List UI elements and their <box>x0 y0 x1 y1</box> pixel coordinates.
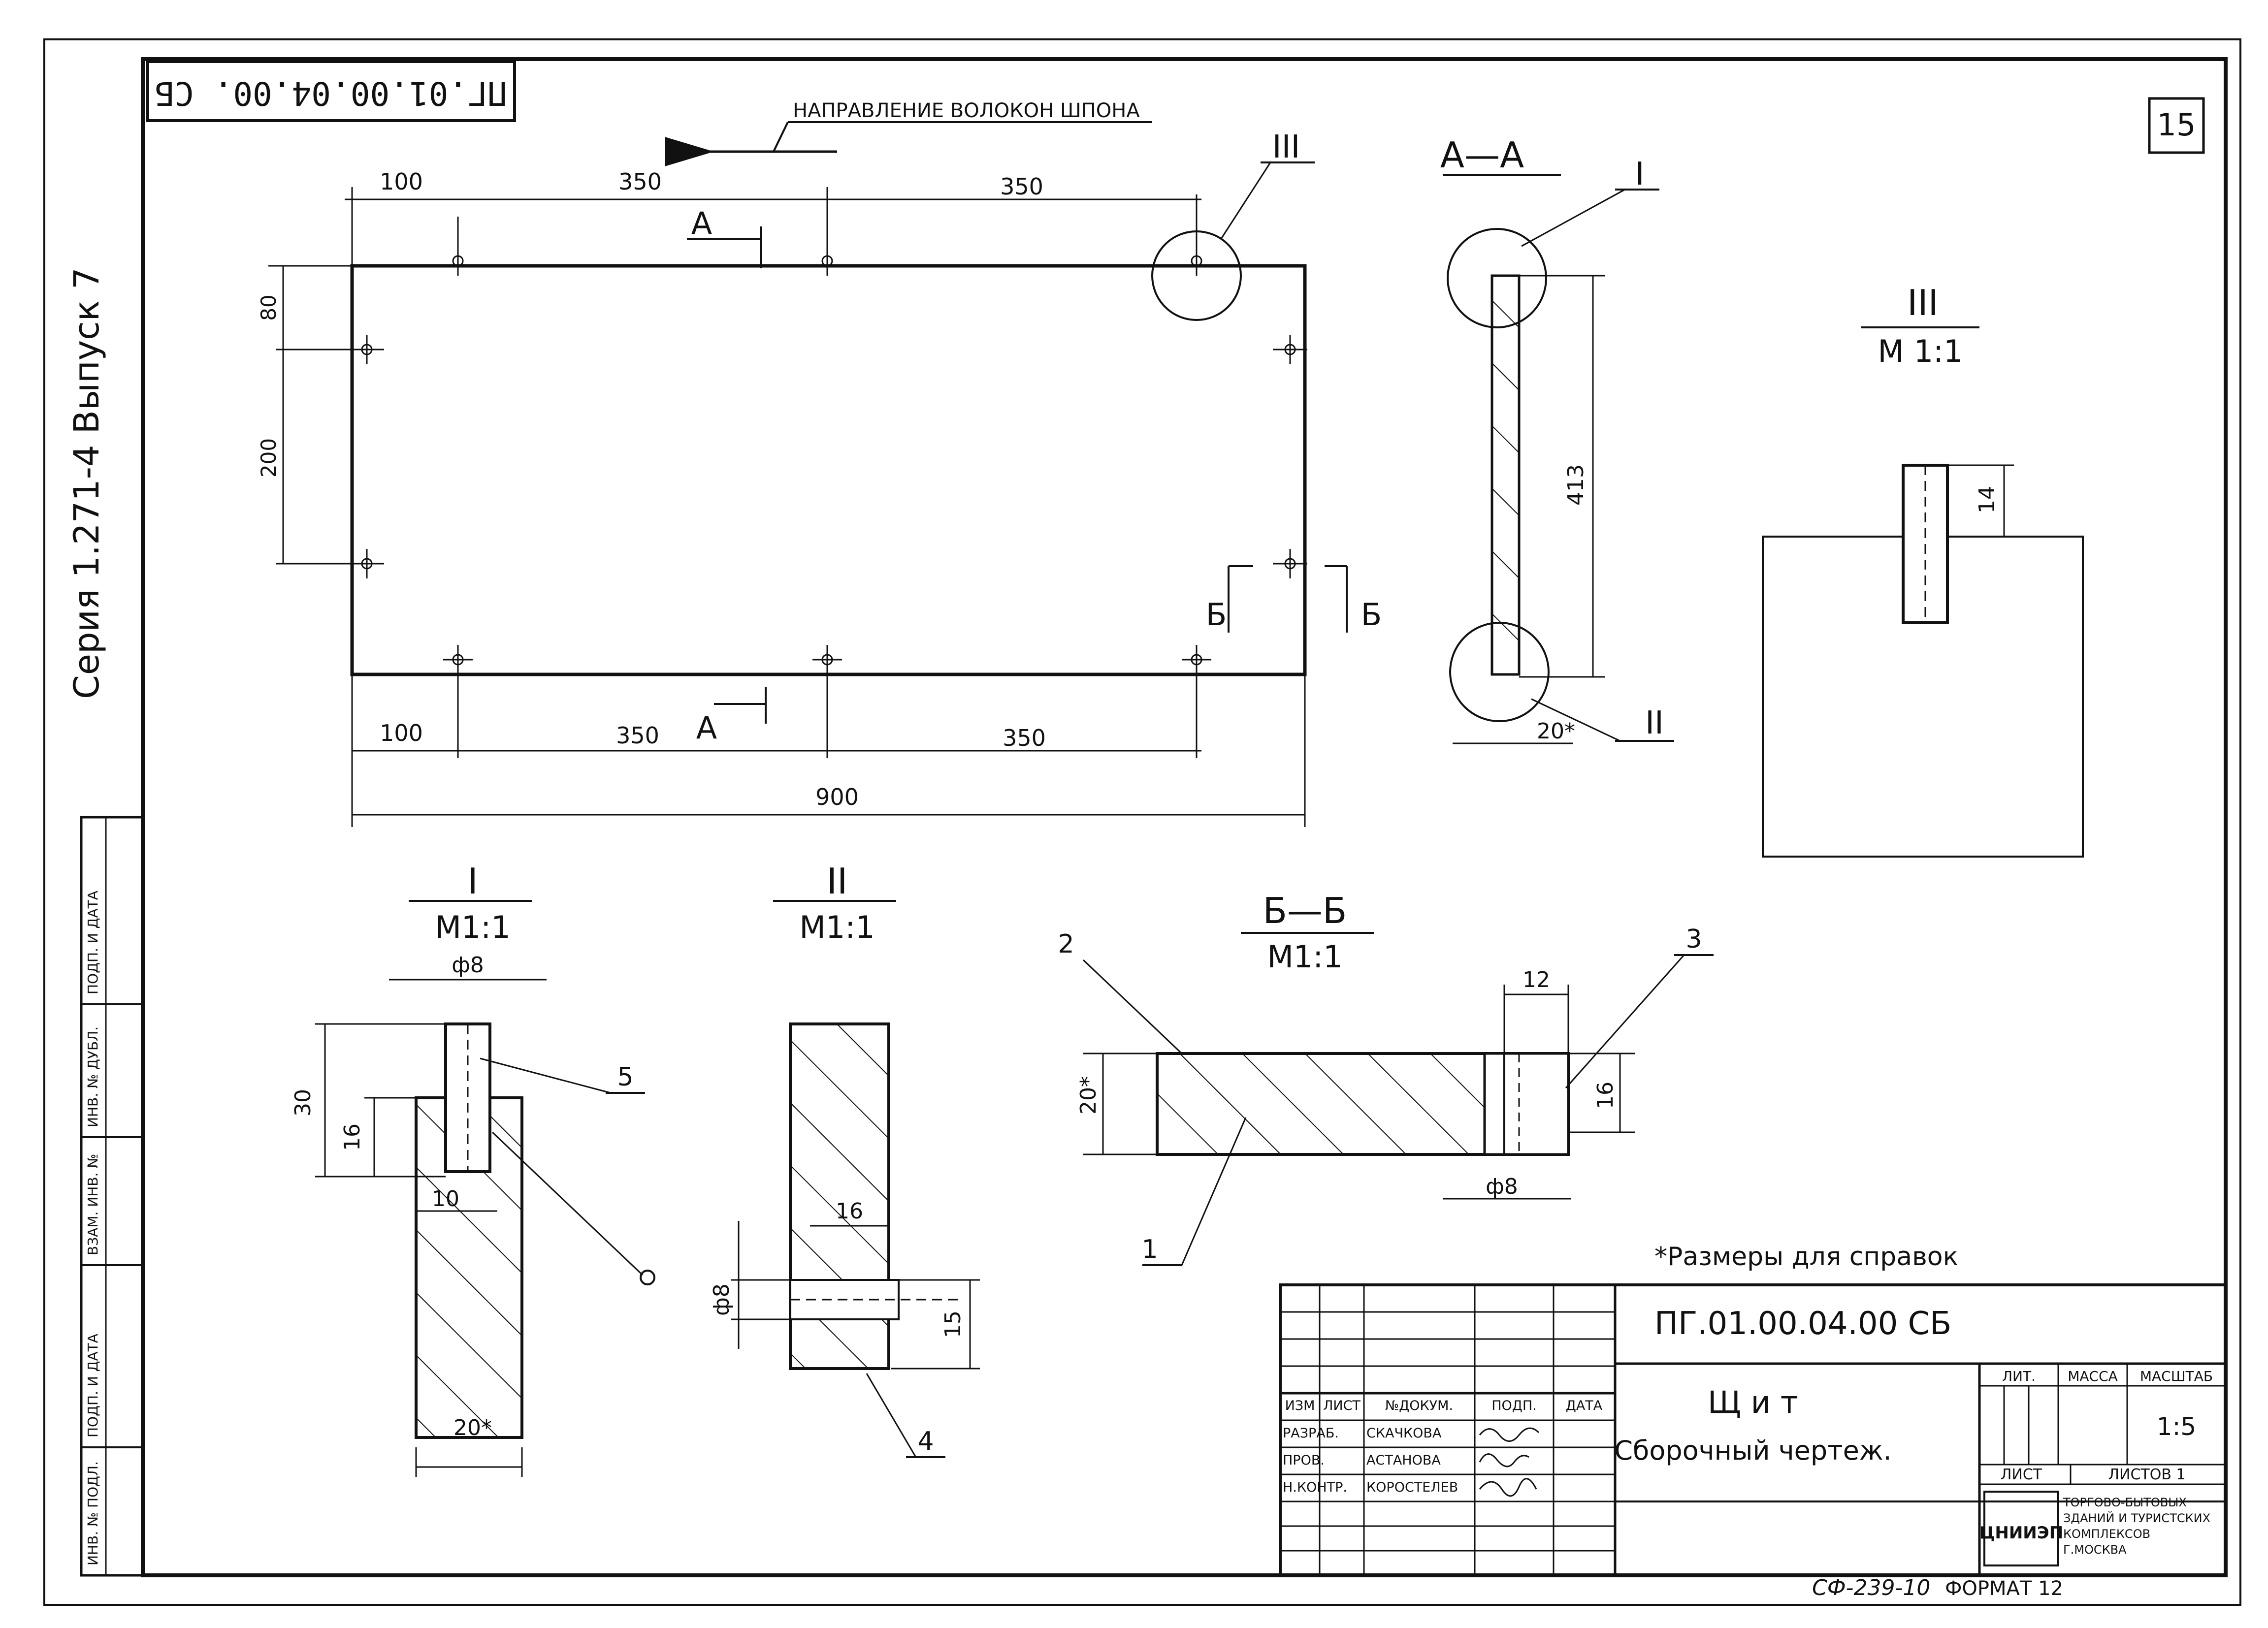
tb-person-1: АСТАНОВА <box>1366 1453 1441 1468</box>
tb-col-doc: №ДОКУМ. <box>1385 1398 1453 1413</box>
dowel-marks <box>350 187 1307 758</box>
detail-iii-scale: М 1:1 <box>1878 333 1963 369</box>
section-bb-leader-1: 1 <box>1141 1235 1158 1264</box>
detail-ii: II М1:1 16 ф8 15 4 <box>709 861 980 1458</box>
section-a-bottom: А <box>696 710 717 746</box>
tb-col-list: ЛИСТ <box>1323 1398 1361 1413</box>
title-block: ИЗМ ЛИСТ №ДОКУМ. ПОДП. ДАТА РАЗРАБ. СКАЧ… <box>1279 1283 2227 1577</box>
detail-ii-dim-1: ф8 <box>709 1283 734 1316</box>
tb-person-2: КОРОСТЕЛЕВ <box>1366 1480 1458 1495</box>
footnote: *Размеры для справок <box>1654 1242 1958 1272</box>
grain-direction: НАПРАВЛЕНИЕ ВОЛОКОН ШПОНА <box>665 99 1152 166</box>
callout-ii: II <box>1645 705 1664 741</box>
section-b-right: Б <box>1361 597 1382 633</box>
detail-i-dim-3: 10 <box>432 1186 459 1212</box>
dim-top-2: 350 <box>1000 173 1043 200</box>
section-bb-leader-3: 3 <box>1685 925 1702 954</box>
section-bb-dim-1: 20* <box>1076 1076 1101 1115</box>
section-aa-thickness: 20* <box>1537 719 1575 744</box>
tb-lit-label: ЛИТ. <box>2002 1368 2036 1384</box>
panel-outline <box>350 264 1307 676</box>
dim-bottom-1: 350 <box>616 722 659 749</box>
section-aa-height: 413 <box>1563 464 1588 506</box>
bottom-code: СФ-239-10 <box>1812 1575 1930 1600</box>
tb-sheet-label: ЛИСТ <box>2001 1466 2042 1483</box>
detail-ii-leader: 4 <box>917 1427 934 1456</box>
detail-i-dim-4: 20* <box>454 1415 492 1440</box>
dim-top-1: 350 <box>618 168 662 195</box>
tb-org-line-0: ТОРГОВО-БЫТОВЫХ <box>2063 1496 2187 1509</box>
side-stamp-label-2: ВЗАМ. ИНВ. № <box>85 1154 101 1255</box>
tb-org-line-1: ЗДАНИЙ И ТУРИСТСКИХ <box>2063 1511 2210 1525</box>
detail-ii-dim-2: 15 <box>940 1310 966 1338</box>
sheet-number: 15 <box>2157 107 2196 143</box>
dim-bottom-2: 350 <box>1003 725 1046 751</box>
outer-border <box>43 38 2241 1606</box>
detail-ii-title: II <box>827 861 847 902</box>
main-view: 100 350 350 100 350 350 900 80 200 <box>257 129 1382 827</box>
tb-mass-label: МАССА <box>2068 1368 2118 1384</box>
section-bb-dim-0: 12 <box>1523 967 1550 992</box>
detail-iii: III М 1:1 14 <box>1762 282 2084 858</box>
section-aa-title: А—А <box>1440 134 1524 176</box>
detail-i: I М1:1 ф8 30 16 10 20* 5 <box>291 861 655 1477</box>
tb-name: Щ и т <box>1708 1384 1798 1420</box>
tb-designation: ПГ.01.00.04.00 СБ <box>1654 1306 1951 1342</box>
detail-ii-scale: М1:1 <box>799 909 875 945</box>
tb-col-sign: ПОДП. <box>1491 1398 1537 1413</box>
detail-i-dim-1: 30 <box>291 1089 316 1117</box>
tb-person-0: СКАЧКОВА <box>1366 1426 1442 1441</box>
grain-direction-text: НАПРАВЛЕНИЕ ВОЛОКОН ШПОНА <box>793 99 1140 122</box>
section-b-left: Б <box>1206 597 1227 633</box>
tb-scale-value: 1:5 <box>2157 1412 2196 1441</box>
section-bb: Б—Б М1:1 12 20* 16 ф8 2 3 1 <box>1058 890 1714 1266</box>
section-bb-leader-2: 2 <box>1058 929 1074 959</box>
dim-top-0: 100 <box>380 168 423 195</box>
detail-ii-dim-0: 16 <box>836 1199 863 1224</box>
sheet-number-box: 15 <box>2148 97 2205 154</box>
side-series: Серия 1.271-4 Выпуск 7 <box>66 267 107 699</box>
tb-org-logo: ЦНИИЭП <box>1979 1523 2063 1543</box>
tb-doc-type: Сборочный чертеж. <box>1614 1435 1891 1466</box>
side-stamp-label-0: ИНВ. № ПОДЛ. <box>85 1461 101 1565</box>
tb-org-line-3: Г.МОСКВА <box>2063 1543 2127 1557</box>
section-aa: А—А I II 413 20* <box>1440 134 1674 744</box>
dim-bottom-0: 100 <box>380 720 423 746</box>
detail-i-scale: М1:1 <box>435 909 510 945</box>
section-bb-dim-2: 16 <box>1593 1082 1618 1109</box>
section-a-top: А <box>691 205 712 241</box>
section-bb-dim-3: ф8 <box>1486 1174 1518 1199</box>
dim-left-1: 200 <box>257 438 281 478</box>
tb-scale-label: МАСШТАБ <box>2140 1368 2213 1384</box>
section-bb-title: Б—Б <box>1263 890 1347 931</box>
side-stamp-label-3: ИНВ. № ДУБЛ. <box>85 1026 101 1127</box>
top-stamp: ПГ.01.00.04.00. СБ <box>146 60 516 122</box>
tb-col-date: ДАТА <box>1566 1398 1603 1413</box>
tb-col-izm: ИЗМ <box>1285 1398 1315 1413</box>
tb-role-2: Н.КОНТР. <box>1283 1480 1347 1495</box>
side-stamp-label-1: ПОДП. И ДАТА <box>85 1334 101 1437</box>
callout-iii: III <box>1272 129 1300 165</box>
dim-total: 900 <box>815 784 859 810</box>
tb-org-line-2: КОМПЛЕКСОВ <box>2063 1527 2150 1541</box>
side-stamp-label-4: ПОДП. И ДАТА <box>85 891 101 994</box>
tb-role-0: РАЗРАБ. <box>1283 1426 1339 1441</box>
side-stamp: ИНВ. № ПОДЛ. ПОДП. И ДАТА ВЗАМ. ИНВ. № И… <box>80 816 144 1577</box>
detail-i-dim-2: 16 <box>340 1123 365 1151</box>
tb-role-1: ПРОВ. <box>1283 1453 1325 1468</box>
detail-i-title: I <box>467 861 478 902</box>
stamp-rotated-text: ПГ.01.00.04.00. СБ <box>155 74 507 112</box>
section-bb-scale: М1:1 <box>1267 939 1342 975</box>
detail-iii-title: III <box>1907 282 1939 323</box>
signature-scribbles <box>1479 1427 1540 1497</box>
detail-i-dim-0: ф8 <box>452 953 484 978</box>
callout-i: I <box>1635 156 1645 192</box>
dim-left-0: 80 <box>257 294 281 320</box>
tb-sheets-label: ЛИСТОВ 1 <box>2108 1466 2185 1483</box>
detail-iii-dim: 14 <box>1975 486 2000 513</box>
detail-i-leader: 5 <box>617 1062 633 1092</box>
format-label: ФОРМАТ 12 <box>1945 1577 2063 1600</box>
